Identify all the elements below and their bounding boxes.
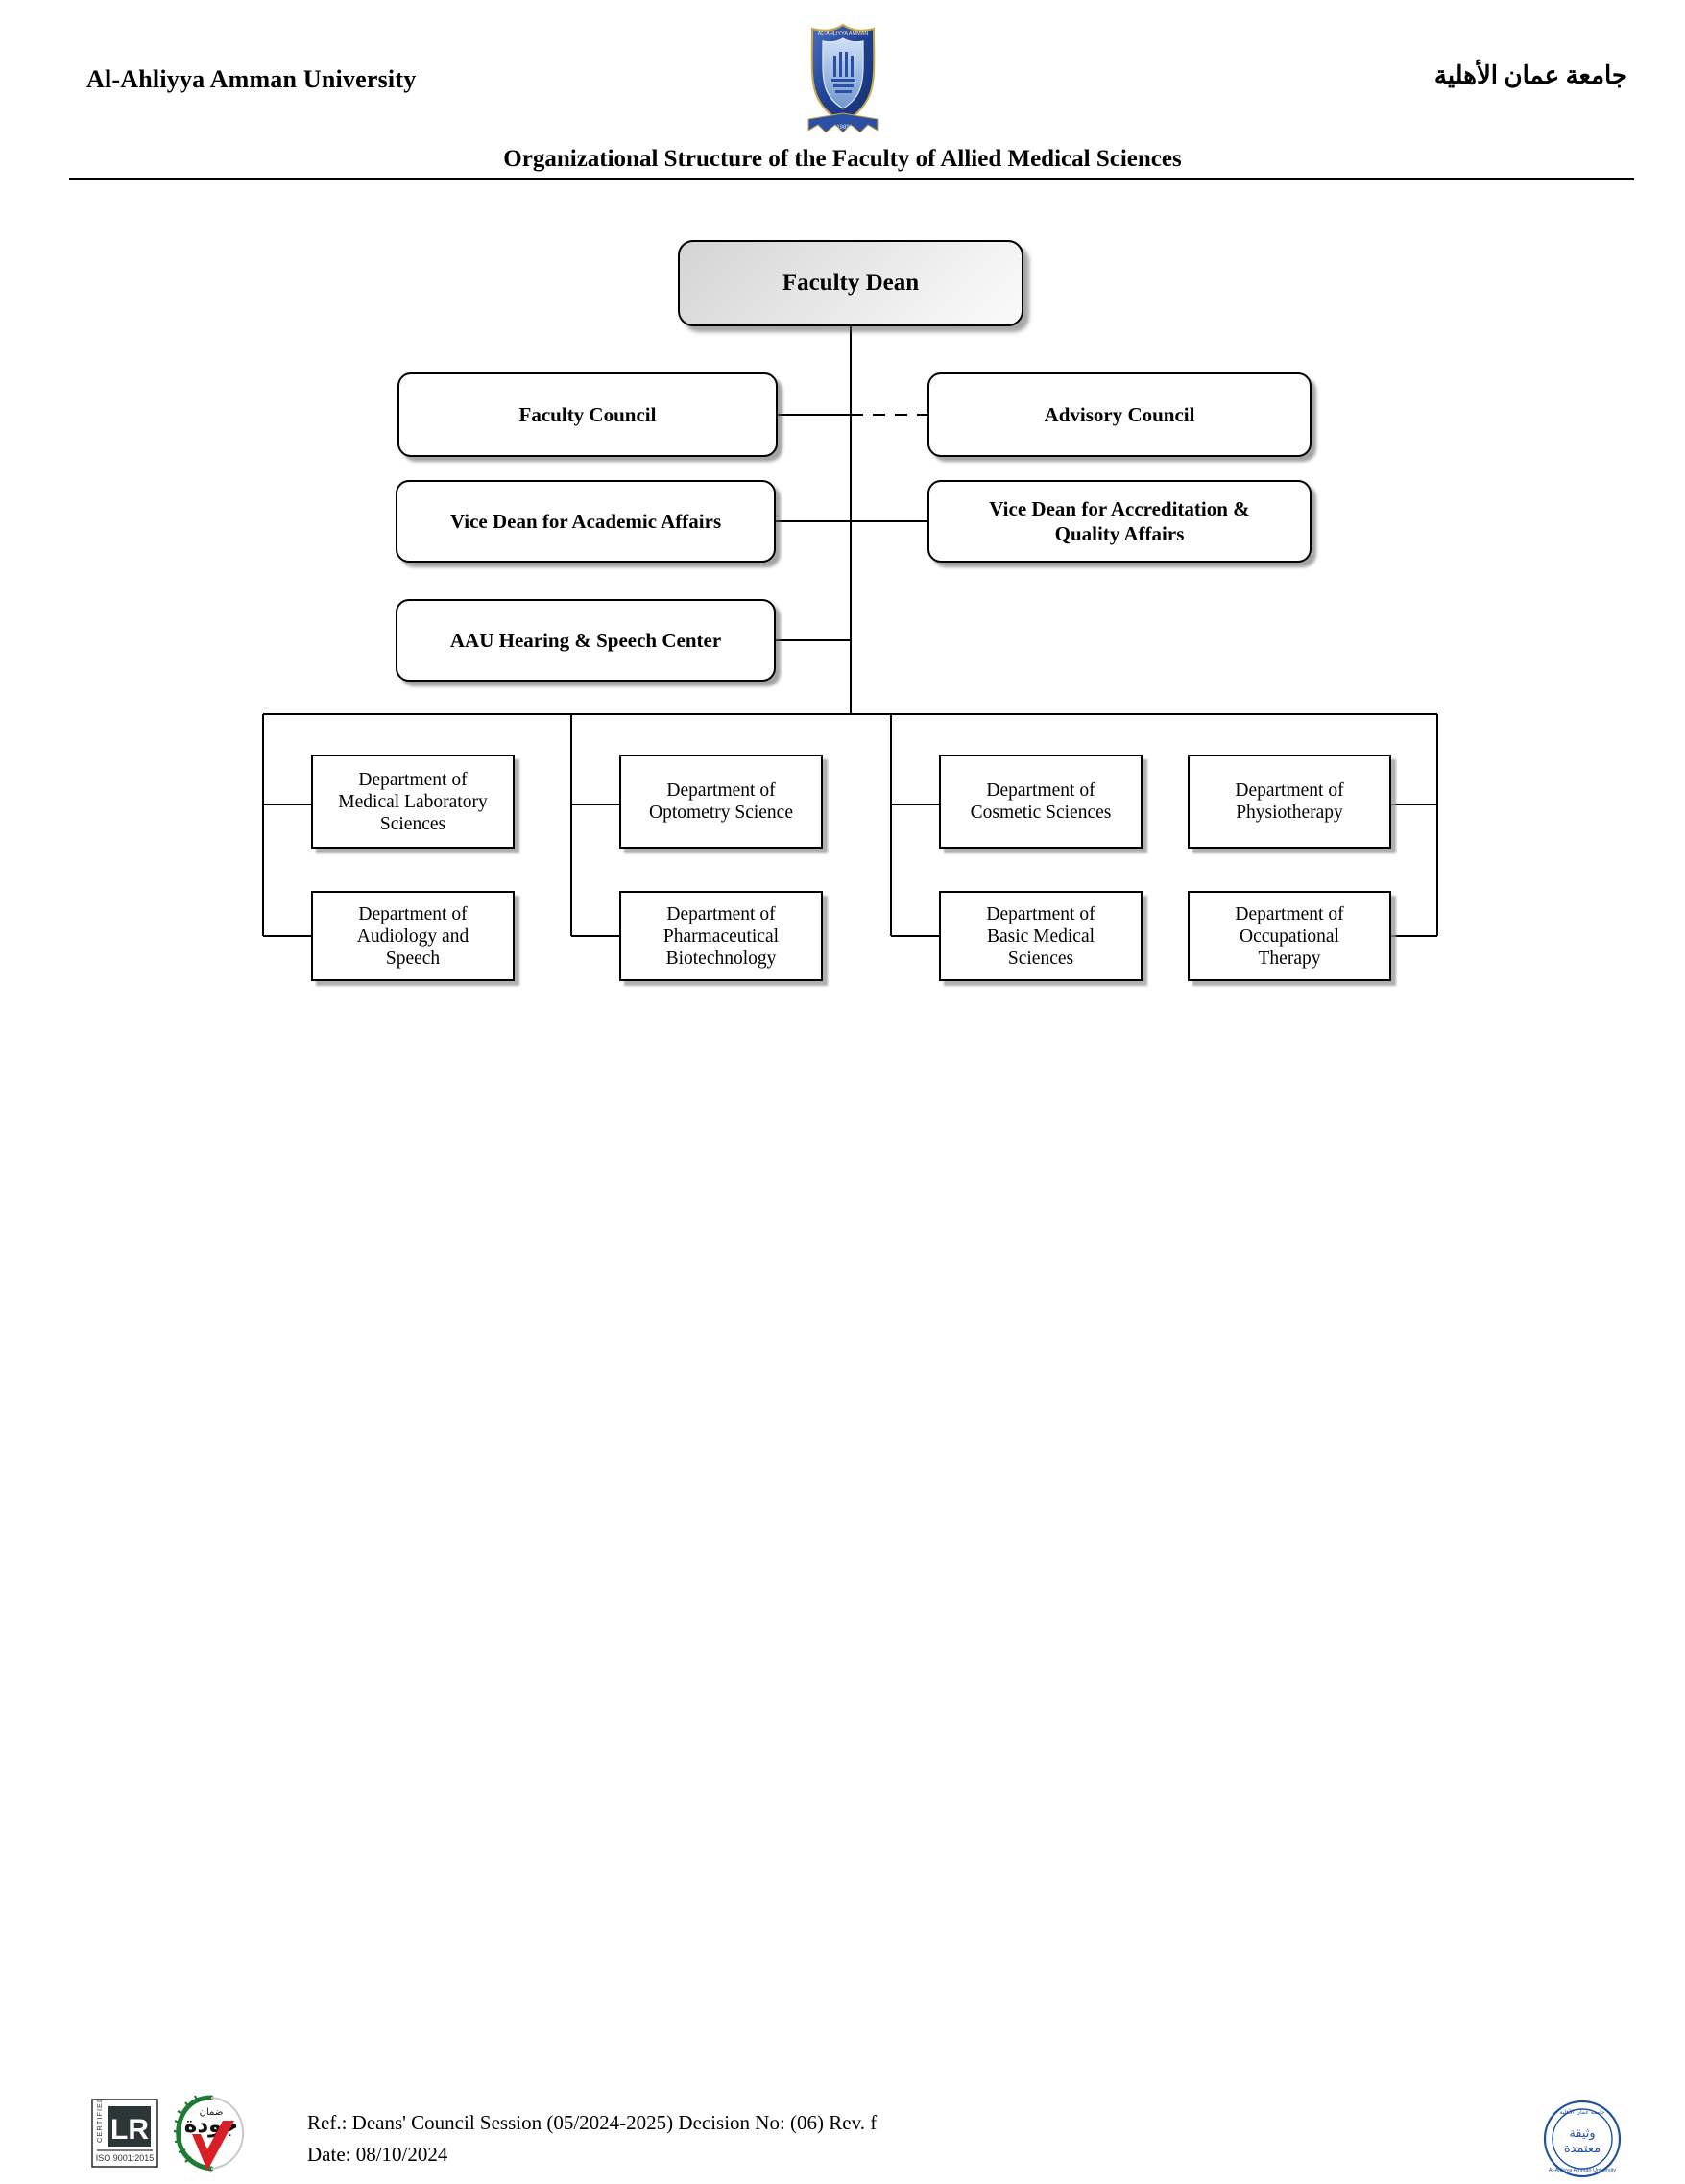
node-advisory-council[interactable]: Advisory Council [927,372,1312,457]
university-name-en: Al-Ahliyya Amman University [86,65,417,93]
node-dept-audiology-and-speech[interactable]: Department of Audiology and Speech [311,891,515,981]
node-label: AAU Hearing & Speech Center [449,628,722,652]
node-label-line1: Department of [1235,903,1344,924]
node-label: Advisory Council [1044,402,1195,426]
svg-text:AL-AHLIYYA AMMAN: AL-AHLIYYA AMMAN [817,31,868,36]
header-divider [69,178,1634,180]
svg-text:وثيقة: وثيقة [1569,2126,1595,2141]
svg-text:جامعة عمان الأهلية: جامعة عمان الأهلية [1559,2108,1605,2116]
node-label-line1: Department of [358,769,468,790]
svg-text:معتمدة: معتمدة [1564,2142,1601,2156]
node-vice-dean-accreditation-quality[interactable]: Vice Dean for Accreditation & Quality Af… [927,480,1312,563]
node-label-line3: Biotechnology [665,948,777,969]
node-dept-basic-medical-sciences[interactable]: Department of Basic Medical Sciences [939,891,1143,981]
node-faculty-council[interactable]: Faculty Council [397,372,778,457]
node-dept-physiotherapy[interactable]: Department of Physiotherapy [1188,755,1391,849]
node-label-line1: Department of [666,780,776,801]
node-dept-pharmaceutical-biotechnology[interactable]: Department of Pharmaceutical Biotechnolo… [619,891,823,981]
org-chart-connectors [261,326,1439,938]
jawda-quality-logo: جودة ضمان [173,2092,250,2174]
node-label-line2: Basic Medical [986,925,1095,947]
iso-certification-logo: LR CERTIFIED ISO 9001:2015 [91,2097,158,2168]
svg-text:1989: 1989 [836,125,850,131]
node-label-line2: Pharmaceutical [662,925,780,947]
node-label-line2: Optometry Science [649,803,793,823]
org-chart: Faculty Dean Faculty Council Advisory Co… [261,240,1439,981]
node-label-line3: Therapy [1258,948,1321,969]
node-label-line1: Department of [986,903,1095,924]
page-footer: LR CERTIFIED ISO 9001:2015 جودة ضمان Ref… [0,1038,1685,2178]
node-dept-medical-laboratory-sciences[interactable]: Department of Medical Laboratory Science… [311,755,515,849]
svg-text:ISO 9001:2015: ISO 9001:2015 [96,2153,155,2163]
node-dept-occupational-therapy[interactable]: Department of Occupational Therapy [1188,891,1391,981]
university-shield-logo: 1989 AL-AHLIYYA AMMAN [783,19,903,138]
svg-text:ضمان: ضمان [200,2107,224,2118]
node-label-line1: Department of [1235,780,1344,801]
node-dept-optometry-science[interactable]: Department of Optometry Science [619,755,823,849]
node-label-line2: Medical Laboratory [338,791,488,812]
svg-text:Al-Ahliyya Amman University: Al-Ahliyya Amman University [1549,2168,1617,2173]
accredited-document-stamp: وثيقة معتمدة جامعة عمان الأهلية Al-Ahliy… [1542,2099,1623,2179]
node-label-line2: Occupational [1240,925,1339,947]
node-label-line2: Cosmetic Sciences [970,803,1112,823]
node-label-line1: Vice Dean for Accreditation & [989,496,1250,520]
node-label-line3: Sciences [379,813,446,834]
node-label-line1: Department of [666,903,776,924]
node-faculty-dean[interactable]: Faculty Dean [678,240,1023,326]
footer-ref-line: Ref.: Deans' Council Session (05/2024-20… [307,2111,878,2134]
footer-date-line: Date: 08/10/2024 [307,2142,448,2166]
university-name-ar: جامعة عمان الأهلية [1433,61,1627,89]
node-dept-cosmetic-sciences[interactable]: Department of Cosmetic Sciences [939,755,1143,849]
footer-reference-block: Ref.: Deans' Council Session (05/2024-20… [307,2107,877,2170]
node-aau-hearing-speech-center[interactable]: AAU Hearing & Speech Center [396,599,776,682]
node-label-line3: Speech [385,948,441,969]
node-label-line2: Audiology and [356,925,469,947]
node-label-line2: Quality Affairs [1054,522,1185,545]
svg-text:CERTIFIED: CERTIFIED [95,2099,104,2143]
node-label-line1: Department of [986,780,1095,801]
node-label-line2: Physiotherapy [1236,803,1343,823]
node-label: Faculty Dean [782,270,920,297]
page-title: Organizational Structure of the Faculty … [503,146,1182,172]
node-label-line1: Department of [358,903,468,924]
page-header: Al-Ahliyya Amman University [0,0,1685,182]
node-label: Vice Dean for Academic Affairs [449,509,722,533]
node-vice-dean-academic-affairs[interactable]: Vice Dean for Academic Affairs [396,480,776,563]
svg-text:LR: LR [110,2114,149,2146]
node-label: Faculty Council [518,402,657,426]
node-label-line3: Sciences [1007,948,1074,969]
